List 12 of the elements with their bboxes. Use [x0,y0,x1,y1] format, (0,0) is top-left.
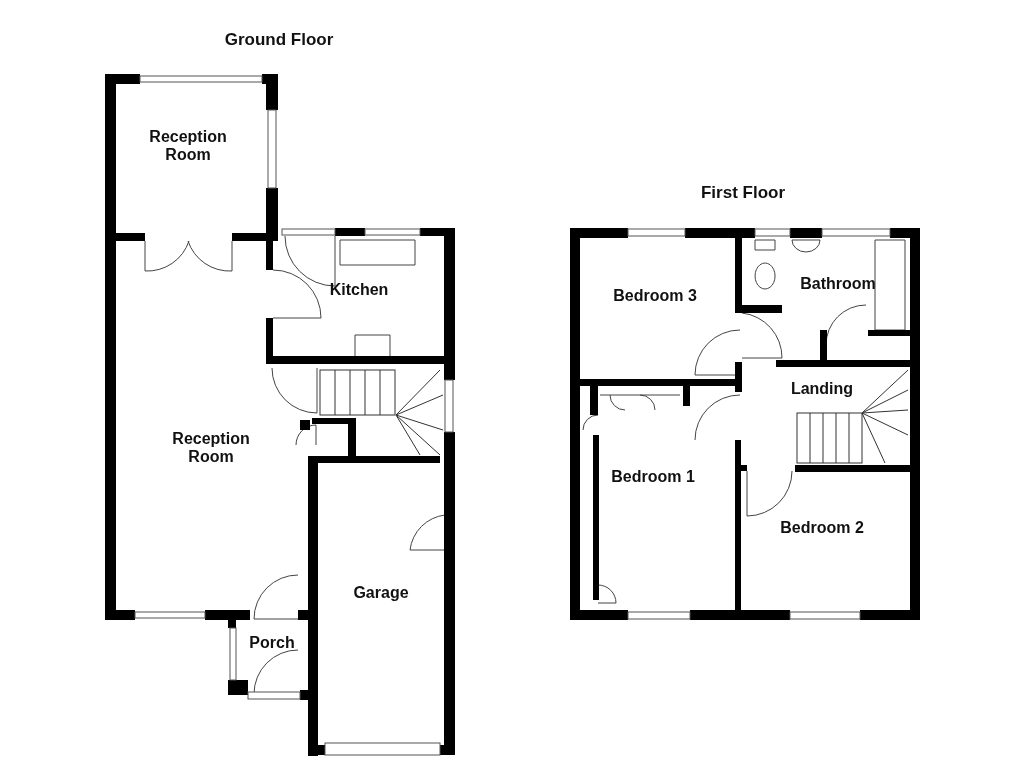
room-name: Bedroom 2 [779,519,865,537]
room-name: Reception Room [148,128,228,164]
room-name: Kitchen [328,281,390,299]
floor-heading: First Floor [700,184,786,202]
room-name: Porch [248,634,296,652]
room-name: Bedroom 1 [610,468,696,486]
room-name: Garage [352,584,410,602]
room-name: Bedroom 3 [612,287,698,305]
room-name: Bathroom [799,275,877,293]
room-name: Landing [789,380,855,398]
room-name: Reception Room [171,430,251,466]
floor-heading: Ground Floor [224,31,334,49]
